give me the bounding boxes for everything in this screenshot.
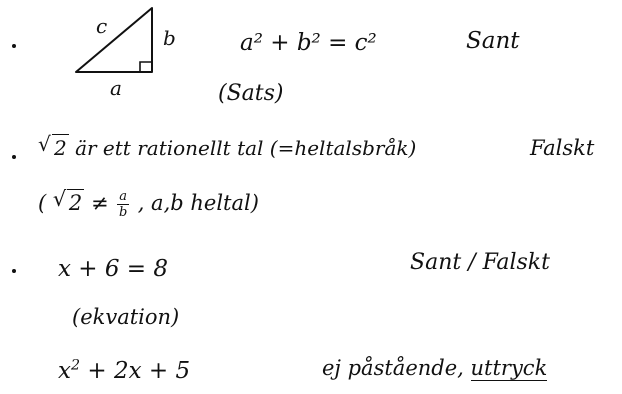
triangle-shape [75,7,153,73]
row4-statement: x2 + 2x + 5 [58,357,191,384]
pythagoras-equation: a² + b² = c² [240,30,377,56]
triangle-label-vertical: b [163,26,176,50]
row2-statement: √2 är ett rationellt tal (=heltalsbråk) [38,132,417,160]
right-angle-marker [139,61,152,72]
row1-verdict: Sant [466,28,520,54]
row4-verdict: ej påstående, uttryck [322,356,548,381]
bullet-1 [12,44,16,48]
note-sqrt-expression: √2 [52,187,85,215]
row2-verdict: Falskt [530,136,595,160]
triangle-label-hypotenuse: c [96,14,108,38]
row3-statement: x + 6 = 8 [58,256,169,282]
row2-note-text: , a,b heltal) [137,191,259,215]
row2-note-neq: ≠ [90,191,109,215]
row4-verdict-underlined: uttryck [470,356,548,381]
row3-verdict: Sant / Falskt [410,250,550,275]
sqrt-expression: √2 [38,132,69,160]
row3-note: (ekvation) [72,305,180,329]
row1-note: (Sats) [218,81,284,106]
triangle-label-base: a [110,76,122,100]
row2-note-open: ( [38,191,47,215]
bullet-2 [12,155,16,159]
row2-statement-text: är ett rationellt tal (=heltalsbråk) [75,136,417,160]
bullet-3 [12,269,16,273]
right-triangle-diagram [75,7,153,73]
row4-verdict-text: ej påstående, [322,356,471,380]
